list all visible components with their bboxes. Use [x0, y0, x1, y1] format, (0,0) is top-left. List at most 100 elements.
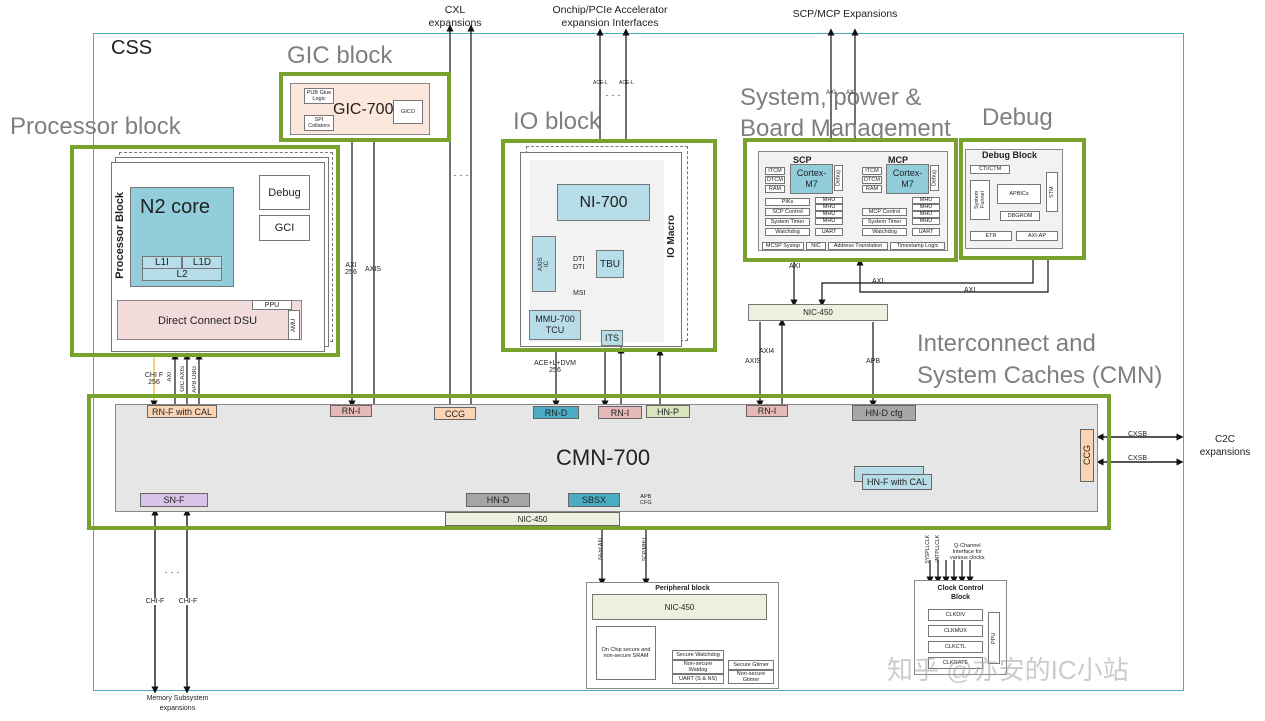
mcp-mhu-1: MHU	[912, 197, 940, 204]
clkdiv: CLKDIV	[928, 609, 983, 621]
cxl-expansions-label: CXL expansions	[428, 4, 482, 29]
scp-itcm: ITCM	[765, 167, 785, 175]
mcp-dtcm: DTCM	[862, 176, 882, 184]
axis-ic-box: AXIS IC	[532, 236, 556, 292]
css-label: CSS	[111, 37, 153, 59]
io-block-title: IO block	[513, 108, 602, 135]
system-block[interactable]	[743, 138, 958, 262]
gic-block[interactable]	[279, 72, 451, 142]
dti-label-2: DTI	[573, 264, 585, 271]
apbics: APBICs	[997, 184, 1041, 204]
hn-f-with-cal[interactable]: HN-F with CAL	[862, 474, 932, 490]
peripheral-nic-450: NIC-450	[592, 594, 767, 620]
intplick-label: INTPLLCLK	[935, 535, 941, 562]
gic-block-title: GIC block	[287, 42, 393, 69]
memory-dots: · · ·	[164, 567, 180, 578]
stm-box: STM	[1046, 172, 1058, 212]
cxsb-label-1: CXSB	[1128, 431, 1148, 438]
axi-label-3: AXI	[964, 287, 976, 294]
debug-block[interactable]	[959, 138, 1086, 260]
mcp-itcm: ITCM	[862, 167, 882, 175]
scp-mhu-2: MHU	[815, 204, 843, 211]
tbu-box: TBU	[596, 250, 624, 278]
clkgate: CLKGATE	[928, 657, 983, 669]
scp-mhu-1: MHU	[815, 197, 843, 204]
mcp-system-timer: System Timer	[862, 218, 907, 226]
scp-axi-label-1: AXI	[826, 90, 836, 96]
hn-d-cfg[interactable]: HN-D cfg	[852, 405, 916, 421]
n2-core-label: N2 core	[140, 196, 211, 218]
sram-box: On Chip secure and non-secure SRAM	[596, 626, 656, 680]
rn-i-1[interactable]: RN-I	[330, 405, 372, 417]
gico-box: GICO	[393, 100, 423, 124]
c2c-expansions-label: C2C expansions	[1199, 434, 1251, 458]
pub-glue-logic: PUB Glue Logic	[304, 88, 334, 104]
scp-pics: PIKs	[765, 198, 810, 206]
sbsx[interactable]: SBSX	[568, 493, 620, 507]
scp-debug: Debug	[834, 165, 843, 191]
mcp-title: MCP	[888, 155, 908, 165]
scp-uart: UART	[815, 228, 843, 236]
processor-block-title: Processor block	[10, 113, 181, 140]
css-boundary	[93, 33, 1184, 691]
rn-f-with-cal[interactable]: RN-F with CAL	[147, 405, 217, 418]
interconnect-title: Interconnect and System Caches (CMN)	[917, 330, 1163, 389]
io-macro-label: IO Macro	[666, 215, 677, 258]
clkmux: CLKMUX	[928, 625, 983, 637]
ni-700-box[interactable]: NI-700	[557, 184, 650, 221]
gci-box: GCI	[259, 215, 310, 241]
scp-watchdog: Watchdog	[765, 228, 810, 236]
nic-450-top[interactable]: NIC-450	[748, 304, 888, 321]
scp-cortex-m7: Cortex- M7	[790, 164, 833, 194]
msi-label: MSI	[573, 290, 586, 297]
l2-cache: L2	[142, 268, 222, 281]
cxl-dots: · · ·	[453, 170, 469, 181]
gic-axis-label: GIC AXIS	[180, 366, 186, 392]
ace-dvm-label: ACE+L+DVM 256	[533, 360, 577, 374]
scp-title: SCP	[793, 155, 812, 165]
nic-450-cmn[interactable]: NIC-450	[445, 512, 620, 526]
axi-label-4: AXI	[846, 90, 856, 96]
scp-mcp-expansions-label: SCP/MCP Expansions	[792, 8, 898, 20]
axi-ap-box: AXI-AP	[1016, 231, 1058, 241]
ccg-right[interactable]: CCG	[1080, 429, 1094, 482]
accel-link-label-2: ACE-L	[619, 80, 634, 86]
mcp-debug: Debug	[930, 165, 939, 191]
peripheral-axi-label: 64-bit AXI	[598, 538, 604, 560]
processor-side-label: Processor Block	[114, 192, 126, 279]
rn-d[interactable]: RN-D	[533, 406, 579, 419]
accel-dots: · · ·	[605, 90, 621, 101]
mcsp-systop: MCSP Systop	[762, 242, 804, 250]
io-block[interactable]	[501, 139, 717, 352]
mcp-mhu-4: MHU	[912, 218, 940, 225]
apb-dbg-label: APB DBG	[192, 366, 198, 393]
hn-d[interactable]: HN-D	[466, 493, 530, 507]
accelerator-expansion-label: Onchip/PCIe Accelerator expansion Interf…	[552, 4, 668, 29]
gic-700-label: GIC-700	[333, 101, 394, 118]
clkctl: CLKCTL	[928, 641, 983, 653]
mcp-uart: UART	[912, 228, 940, 236]
rn-i-2[interactable]: RN-I	[598, 406, 642, 419]
peripheral-title: Peripheral block	[655, 585, 710, 592]
scp-ram: RAM	[765, 185, 785, 193]
axi-label-2: AXI	[872, 278, 884, 285]
scp-mhu-4: MHU	[815, 218, 843, 225]
its-box: ITS	[601, 330, 623, 346]
debug-block-title: Debug Block	[982, 150, 1038, 160]
amu-box: AMU	[288, 310, 300, 340]
cmn-block[interactable]	[87, 394, 1111, 530]
debug-box: Debug	[259, 175, 310, 210]
processor-block[interactable]	[70, 145, 340, 357]
system-funnel: System Funnel	[970, 180, 990, 220]
scp-mhu-3: MHU	[815, 211, 843, 218]
secure-gtimer: Secure Gtimer	[728, 660, 774, 670]
axi-label-1: AXI	[789, 263, 801, 270]
rn-i-3[interactable]: RN-I	[746, 405, 788, 417]
chi-f-label: CHI F 256	[144, 372, 164, 386]
sn-f[interactable]: SN-F	[140, 493, 208, 507]
dti-label-1: DTI	[573, 256, 585, 263]
mcp-ram: RAM	[862, 185, 882, 193]
hn-p[interactable]: HN-P	[646, 405, 690, 418]
chi-f-label-2: CHI-F	[176, 598, 200, 605]
ccg-top[interactable]: CCG	[434, 407, 476, 420]
